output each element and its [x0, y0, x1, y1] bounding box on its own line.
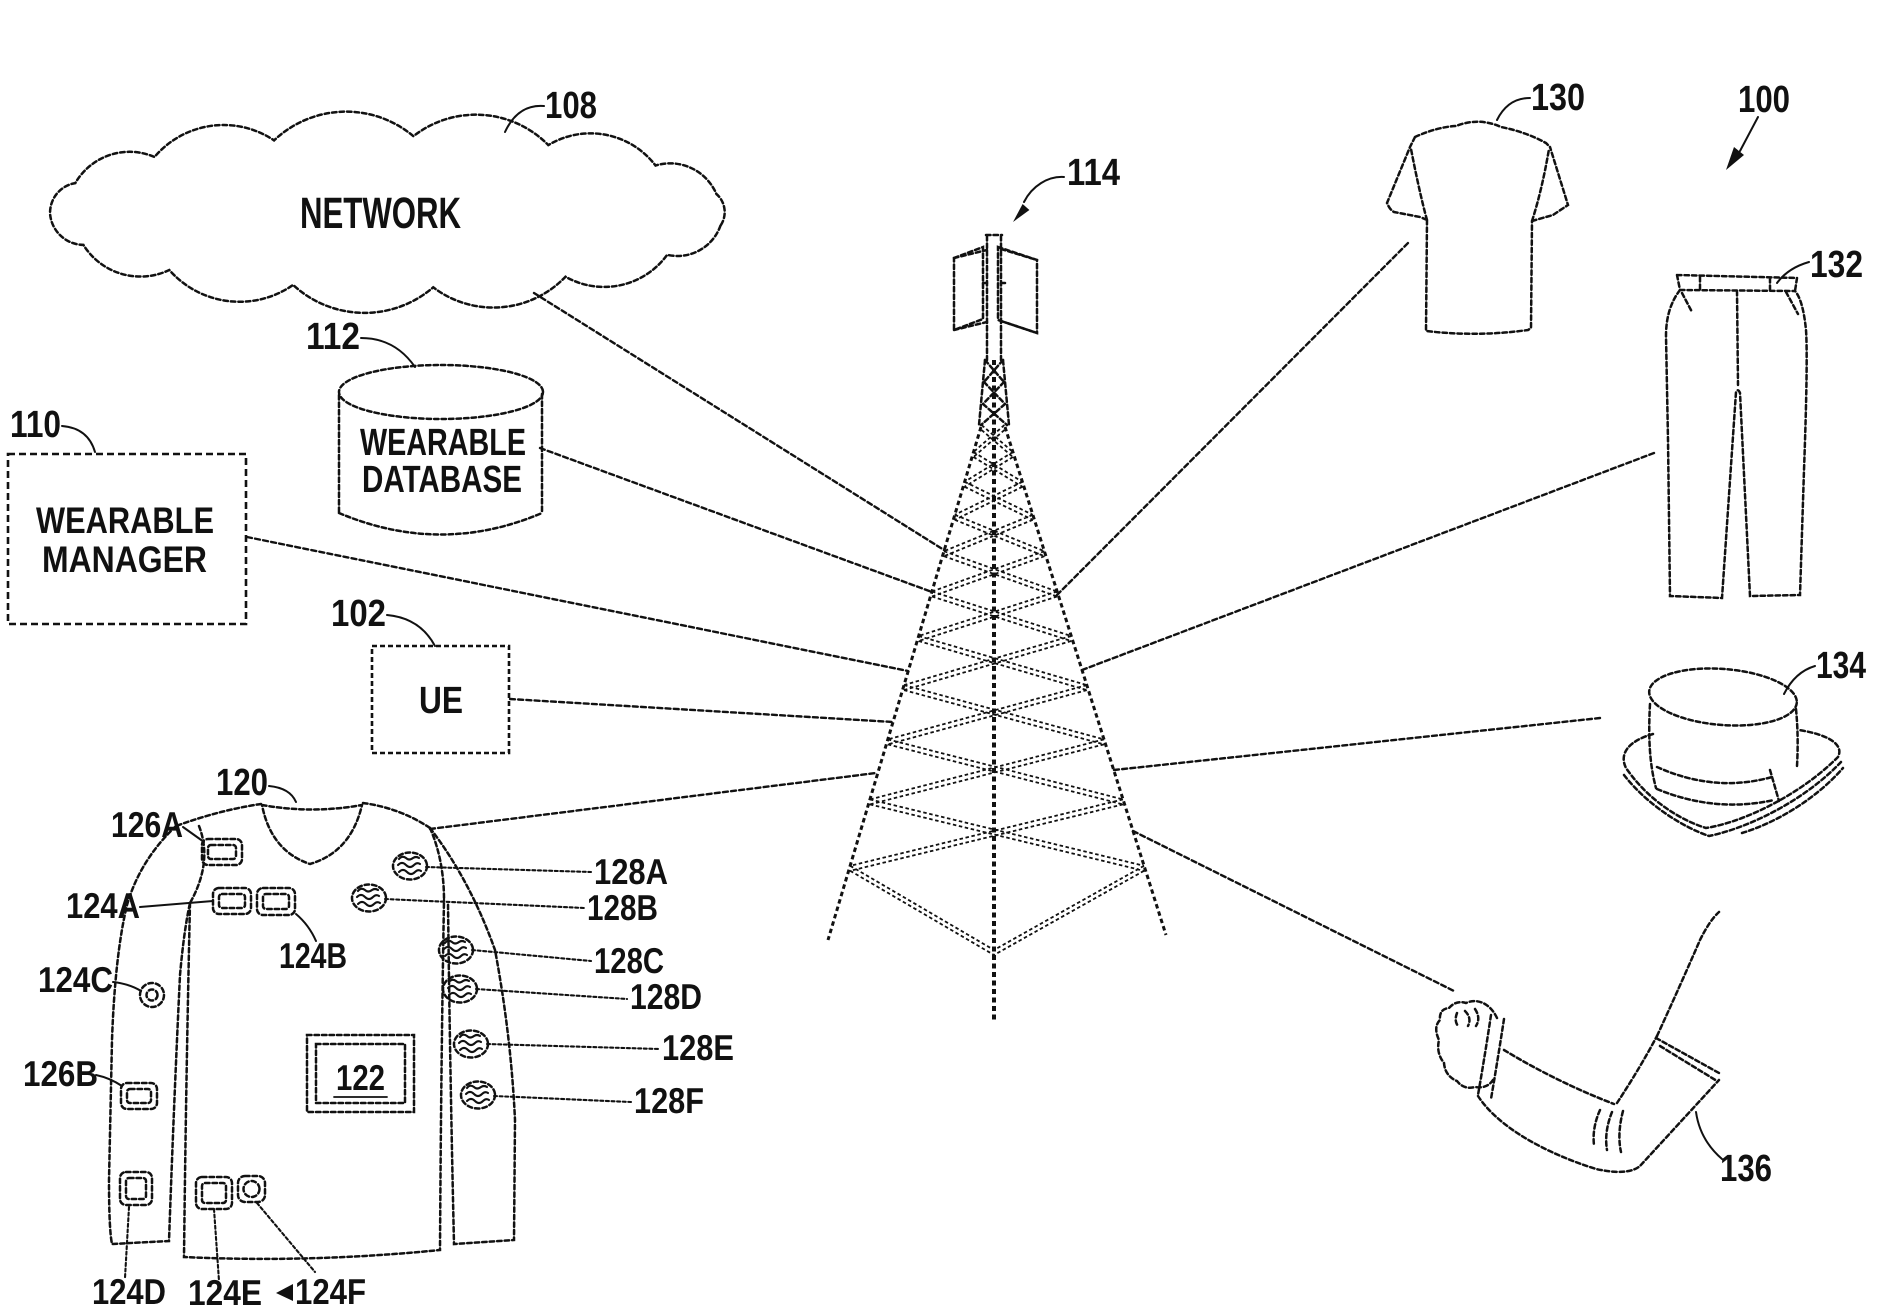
- svg-text:128F: 128F: [634, 1080, 704, 1121]
- svg-text:132: 132: [1810, 244, 1863, 286]
- svg-text:NETWORK: NETWORK: [300, 189, 461, 238]
- svg-text:WEARABLE: WEARABLE: [360, 422, 526, 464]
- svg-text:120: 120: [216, 762, 268, 804]
- svg-text:108: 108: [545, 85, 597, 127]
- svg-text:128A: 128A: [594, 851, 668, 892]
- svg-text:114: 114: [1067, 152, 1120, 194]
- svg-text:130: 130: [1531, 77, 1585, 119]
- svg-text:102: 102: [331, 593, 386, 635]
- svg-text:128D: 128D: [630, 976, 702, 1017]
- svg-text:MANAGER: MANAGER: [42, 539, 207, 580]
- svg-text:UE: UE: [419, 680, 463, 722]
- svg-text:122: 122: [336, 1057, 385, 1098]
- svg-text:126B: 126B: [23, 1053, 98, 1094]
- svg-text:126A: 126A: [111, 804, 183, 845]
- svg-text:100: 100: [1738, 79, 1790, 121]
- svg-text:110: 110: [10, 404, 61, 446]
- svg-text:128B: 128B: [587, 887, 658, 928]
- svg-text:124D: 124D: [92, 1271, 166, 1307]
- svg-text:128C: 128C: [594, 940, 664, 981]
- svg-text:124A: 124A: [66, 885, 140, 926]
- svg-text:124F: 124F: [295, 1271, 366, 1307]
- svg-text:134: 134: [1816, 645, 1866, 687]
- svg-text:WEARABLE: WEARABLE: [36, 500, 214, 541]
- svg-text:124E: 124E: [188, 1272, 262, 1307]
- svg-text:124B: 124B: [279, 935, 347, 976]
- svg-text:124C: 124C: [38, 959, 113, 1000]
- svg-text:DATABASE: DATABASE: [362, 459, 522, 501]
- svg-text:128E: 128E: [662, 1027, 734, 1068]
- svg-text:136: 136: [1720, 1148, 1772, 1190]
- svg-text:112: 112: [306, 316, 360, 358]
